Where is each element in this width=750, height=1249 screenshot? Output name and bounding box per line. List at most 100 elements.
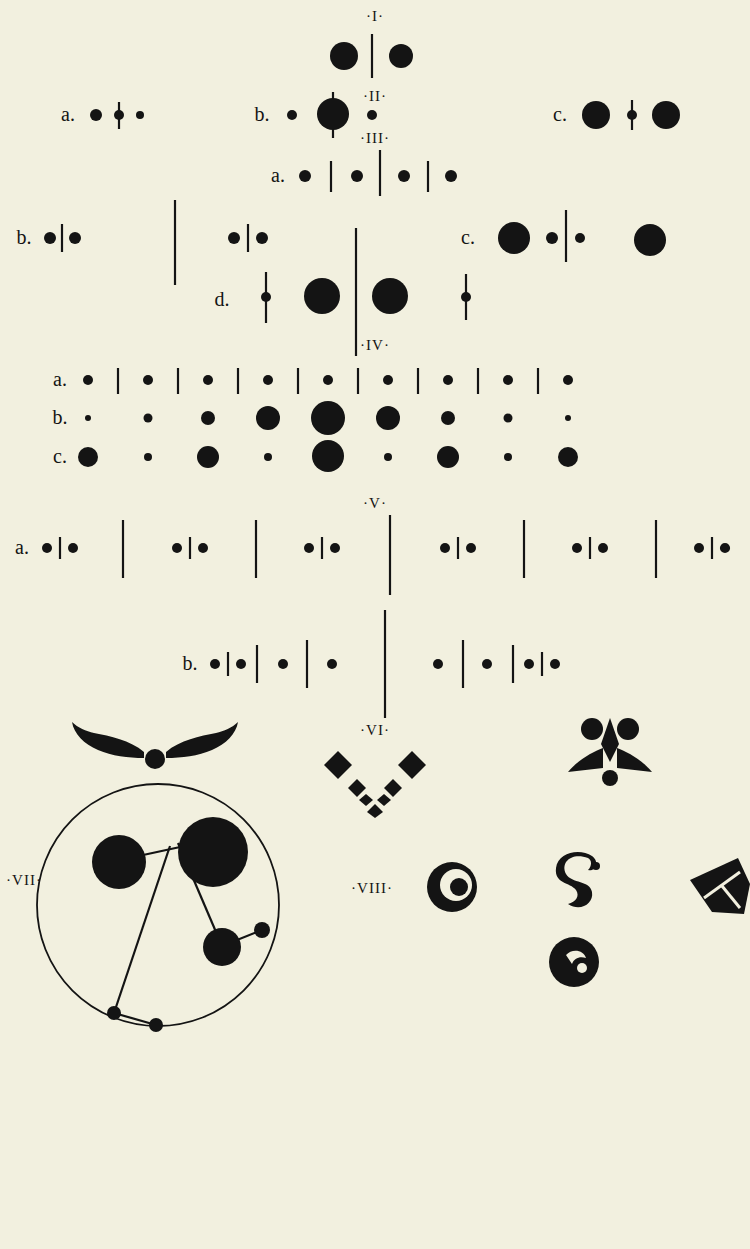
row-letter: c.: [53, 446, 67, 466]
winged-ornament-part: [145, 749, 165, 769]
figure-four-c-part: [78, 447, 98, 467]
figure-five-b-part: [278, 659, 288, 669]
figure-three-d: [261, 228, 471, 356]
figure-one-part: [389, 44, 413, 68]
circle-composition-part: [203, 928, 241, 966]
figure-four-c-part: [558, 447, 578, 467]
figure-five-a-part: [59, 537, 61, 559]
circle-composition-part: [92, 835, 146, 889]
figure-two-b-part: [317, 98, 349, 130]
figure-five-b-part: [327, 659, 337, 669]
figure-three-c-part: [575, 233, 585, 243]
figure-five-a-part: [589, 537, 591, 559]
scroll-ornaments-part: [722, 886, 740, 908]
figure-three-c-part: [498, 222, 530, 254]
fleuron-ornament-part: [601, 718, 619, 762]
figure-four-c: [78, 440, 578, 472]
fleuron-ornament: [568, 718, 652, 786]
figure-four-c-part: [437, 446, 459, 468]
figure-three-a-part: [299, 170, 311, 182]
figure-three-b-part: [247, 224, 249, 252]
row-letter: c.: [461, 227, 475, 247]
diamond-chevron-part: [367, 804, 383, 818]
figure-numeral: ·IV·: [360, 338, 390, 353]
figure-five-a-part: [721, 544, 729, 552]
figure-four-a-part: [263, 375, 273, 385]
figure-four-a-part: [237, 368, 239, 394]
figure-four-a-part: [203, 375, 213, 385]
figure-numeral: ·I·: [366, 9, 384, 24]
figure-four-a-part: [563, 375, 573, 385]
figure-five-a-part: [198, 543, 208, 553]
figure-three-d-part: [355, 228, 357, 356]
circle-composition-part: [178, 817, 248, 887]
figure-four-c-part: [144, 453, 152, 461]
figure-five-b: [210, 610, 560, 718]
figure-four-a-part: [477, 368, 479, 394]
figure-five-a-part: [694, 543, 704, 553]
winged-ornament-part: [72, 722, 144, 758]
figure-four-a-part: [297, 368, 299, 394]
figure-three-a-part: [398, 170, 410, 182]
figure-one-part: [371, 34, 373, 78]
figure-four-b-part: [376, 406, 400, 430]
diamond-chevron-part: [348, 779, 366, 797]
fleuron-ornament-part: [568, 748, 603, 772]
figure-three-b-part: [44, 232, 56, 244]
figure-four-a-part: [323, 375, 333, 385]
figure-five-a-part: [440, 543, 450, 553]
fleuron-ornament-part: [581, 718, 603, 740]
figure-numeral: ·II·: [363, 89, 387, 104]
figure-five-a-part: [457, 537, 459, 559]
figure-three-a: [299, 150, 457, 196]
circle-composition-part: [107, 1006, 121, 1020]
diamond-chevron-part: [359, 794, 373, 806]
figure-five-a: [42, 515, 729, 595]
figure-five-a-part: [255, 520, 257, 578]
figure-five-b-part: [256, 645, 258, 683]
figure-two-a: [90, 102, 144, 129]
figure-four-b-part: [85, 415, 91, 421]
figure-two-c-part: [652, 101, 680, 129]
figure-two-b-part: [287, 110, 297, 120]
figure-five-b-part: [541, 652, 543, 676]
figure-five-a-part: [330, 543, 340, 553]
figure-four-c-part: [504, 453, 512, 461]
scroll-ornaments-part: [690, 858, 750, 914]
figure-one: [330, 34, 413, 78]
row-letter: a.: [15, 537, 29, 557]
figure-five-b-part: [524, 659, 534, 669]
row-letter: a.: [271, 165, 285, 185]
row-letter: d.: [215, 289, 230, 309]
diamond-chevron-part: [377, 794, 391, 806]
figure-four-a-part: [177, 368, 179, 394]
figure-three-d-part: [372, 278, 408, 314]
diamond-chevron-part: [324, 751, 352, 779]
figure-numeral: ·VIII·: [351, 881, 393, 896]
circle-composition: [37, 784, 279, 1032]
figure-five-a-part: [655, 520, 657, 578]
scroll-ornaments: [427, 852, 750, 987]
figure-four-a-part: [117, 368, 119, 394]
diamond-chevron-part: [398, 751, 426, 779]
figure-four-b-part: [504, 414, 513, 423]
figure-four-b-part: [201, 411, 215, 425]
row-letter: b.: [53, 407, 68, 427]
figure-two-c: [582, 100, 680, 130]
figure-four-a: [83, 368, 573, 394]
figure-three-a-part: [379, 150, 381, 196]
figure-five-a-part: [598, 543, 608, 553]
figure-four-c-part: [384, 453, 392, 461]
figure-three-d-part: [304, 278, 340, 314]
scroll-ornaments-part: [566, 951, 586, 964]
scroll-ornaments-part: [577, 963, 587, 973]
figure-two-b-part: [367, 110, 377, 120]
figure-four-c-part: [312, 440, 344, 472]
figure-four-a-part: [443, 375, 453, 385]
figure-five-a-part: [321, 537, 323, 559]
figure-three-b-part: [174, 200, 176, 285]
figure-five-b-part: [210, 659, 220, 669]
figure-three-c-part: [565, 210, 567, 262]
scroll-ornaments-part: [704, 872, 740, 898]
